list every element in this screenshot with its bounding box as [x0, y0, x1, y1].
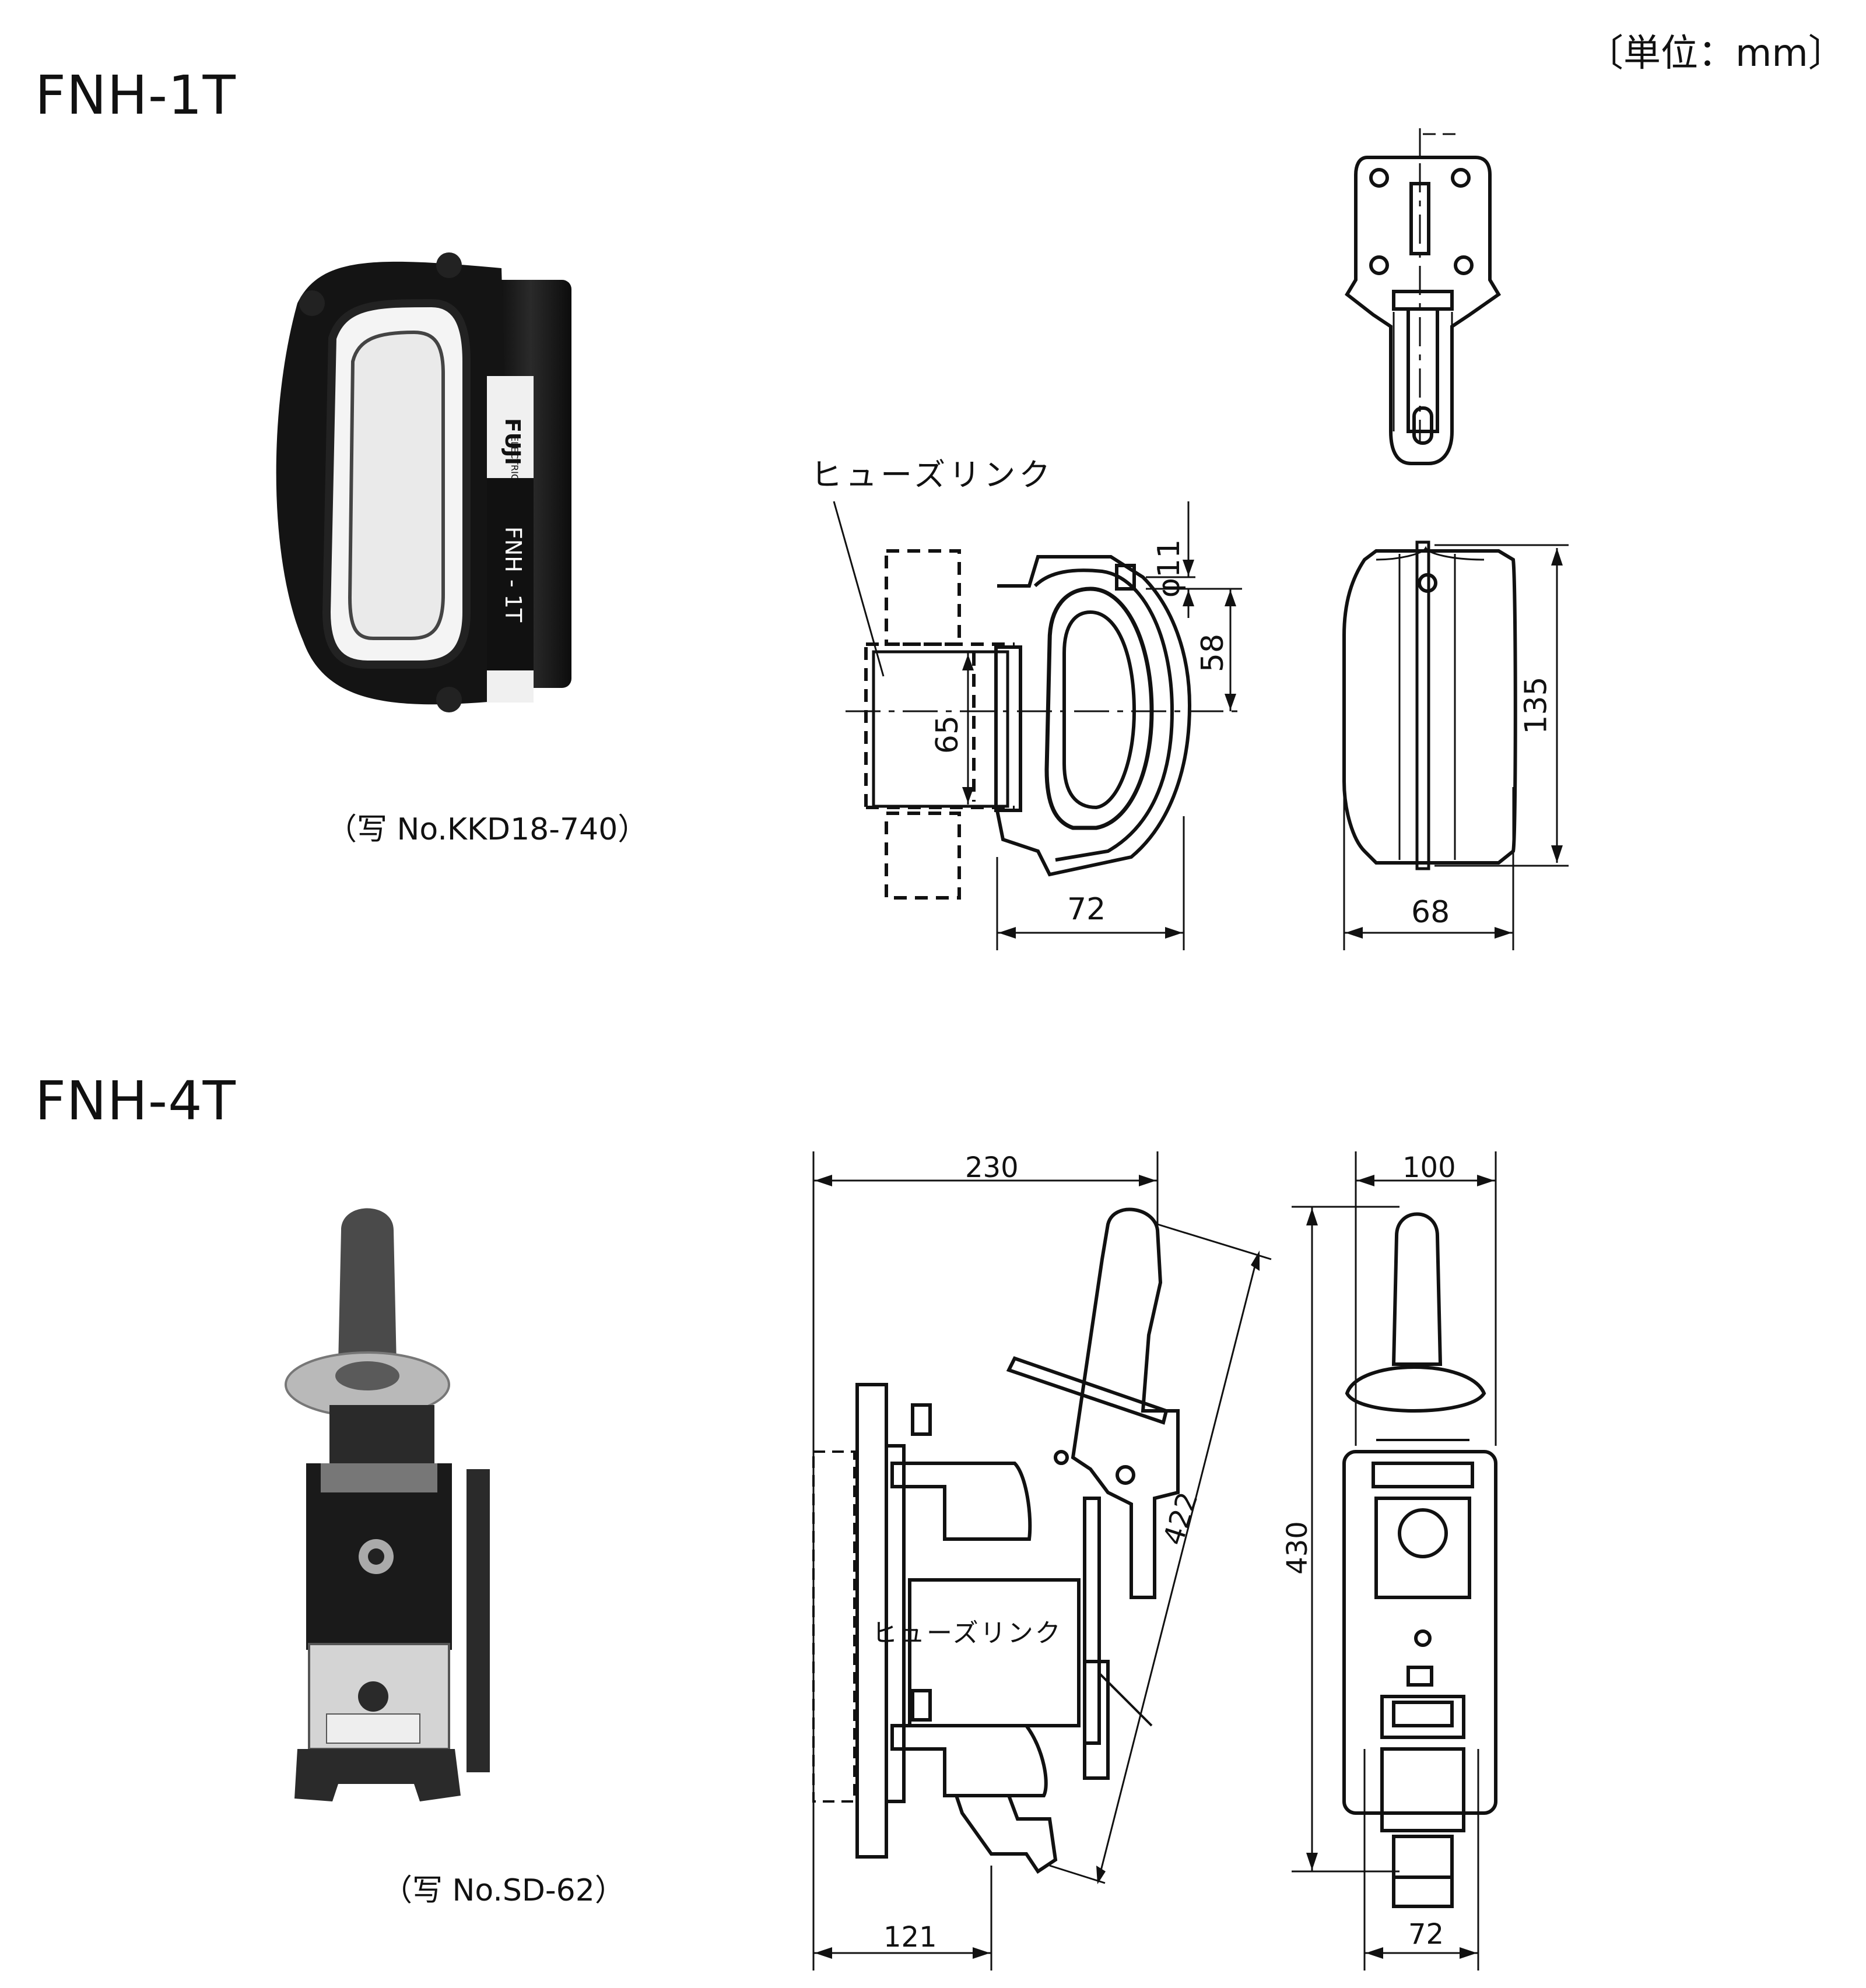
- dim-58-text: 58: [1195, 633, 1231, 673]
- fnh-4t-front-view: [1342, 1151, 1497, 1971]
- fnh-1t-photo: [276, 252, 571, 712]
- fnh-4t-dim-430: 430: [1280, 1521, 1315, 1575]
- fnh-4t-dim-100: 100: [1402, 1151, 1456, 1184]
- fnh-1t-dim-135: 135: [1519, 676, 1554, 735]
- fnh-4t-dim-230: 230: [965, 1151, 1019, 1184]
- fnh-4t-dim-72: 72: [1408, 1918, 1444, 1951]
- fnh-1t-top-view: [1345, 128, 1502, 465]
- fnh-1t-fuse-link-callout: ヒューズリンク: [811, 456, 1054, 493]
- model-title-fnh-4t: FNH-4T: [35, 1070, 236, 1132]
- fnh-1t-dim-72: 72: [1067, 892, 1106, 927]
- fnh-1t-drawing: [833, 128, 1569, 950]
- fnh-4t-photo: [285, 1208, 490, 1801]
- fnh-4t-fuse-link-callout: ヒューズリンク: [872, 1618, 1062, 1648]
- dim-65-text: 65: [930, 715, 966, 754]
- model-title-fnh-1t: FNH-1T: [35, 64, 236, 127]
- fnh-4t-photo-caption: （写 No.SD-62）: [382, 1873, 625, 1908]
- fnh-1t-front-view: [1342, 540, 1569, 870]
- dim-135-text: 135: [1519, 676, 1555, 735]
- fnh-4t-drawing: [812, 1151, 1497, 1971]
- dim-422-text: 422: [1157, 1488, 1205, 1550]
- dim-phi11-text: φ11: [1152, 539, 1187, 598]
- fnh-4t-dim-422: 422: [1157, 1488, 1205, 1549]
- fnh-1t-photo-caption: （写 No.KKD18-740）: [327, 812, 648, 847]
- fnh-1t-dim-58: 58: [1195, 630, 1230, 676]
- fnh-4t-side-view: [812, 1207, 1180, 1874]
- fnh-4t-dim-121: 121: [883, 1921, 937, 1954]
- fnh-1t-dim-phi11: φ11: [1152, 536, 1187, 600]
- fnh-1t-dim-65: 65: [930, 711, 965, 758]
- fnh-1t-dim-68: 68: [1411, 895, 1450, 930]
- unit-label: 〔単位：mm〕: [1586, 32, 1846, 75]
- dim-430-text: 430: [1281, 1521, 1314, 1575]
